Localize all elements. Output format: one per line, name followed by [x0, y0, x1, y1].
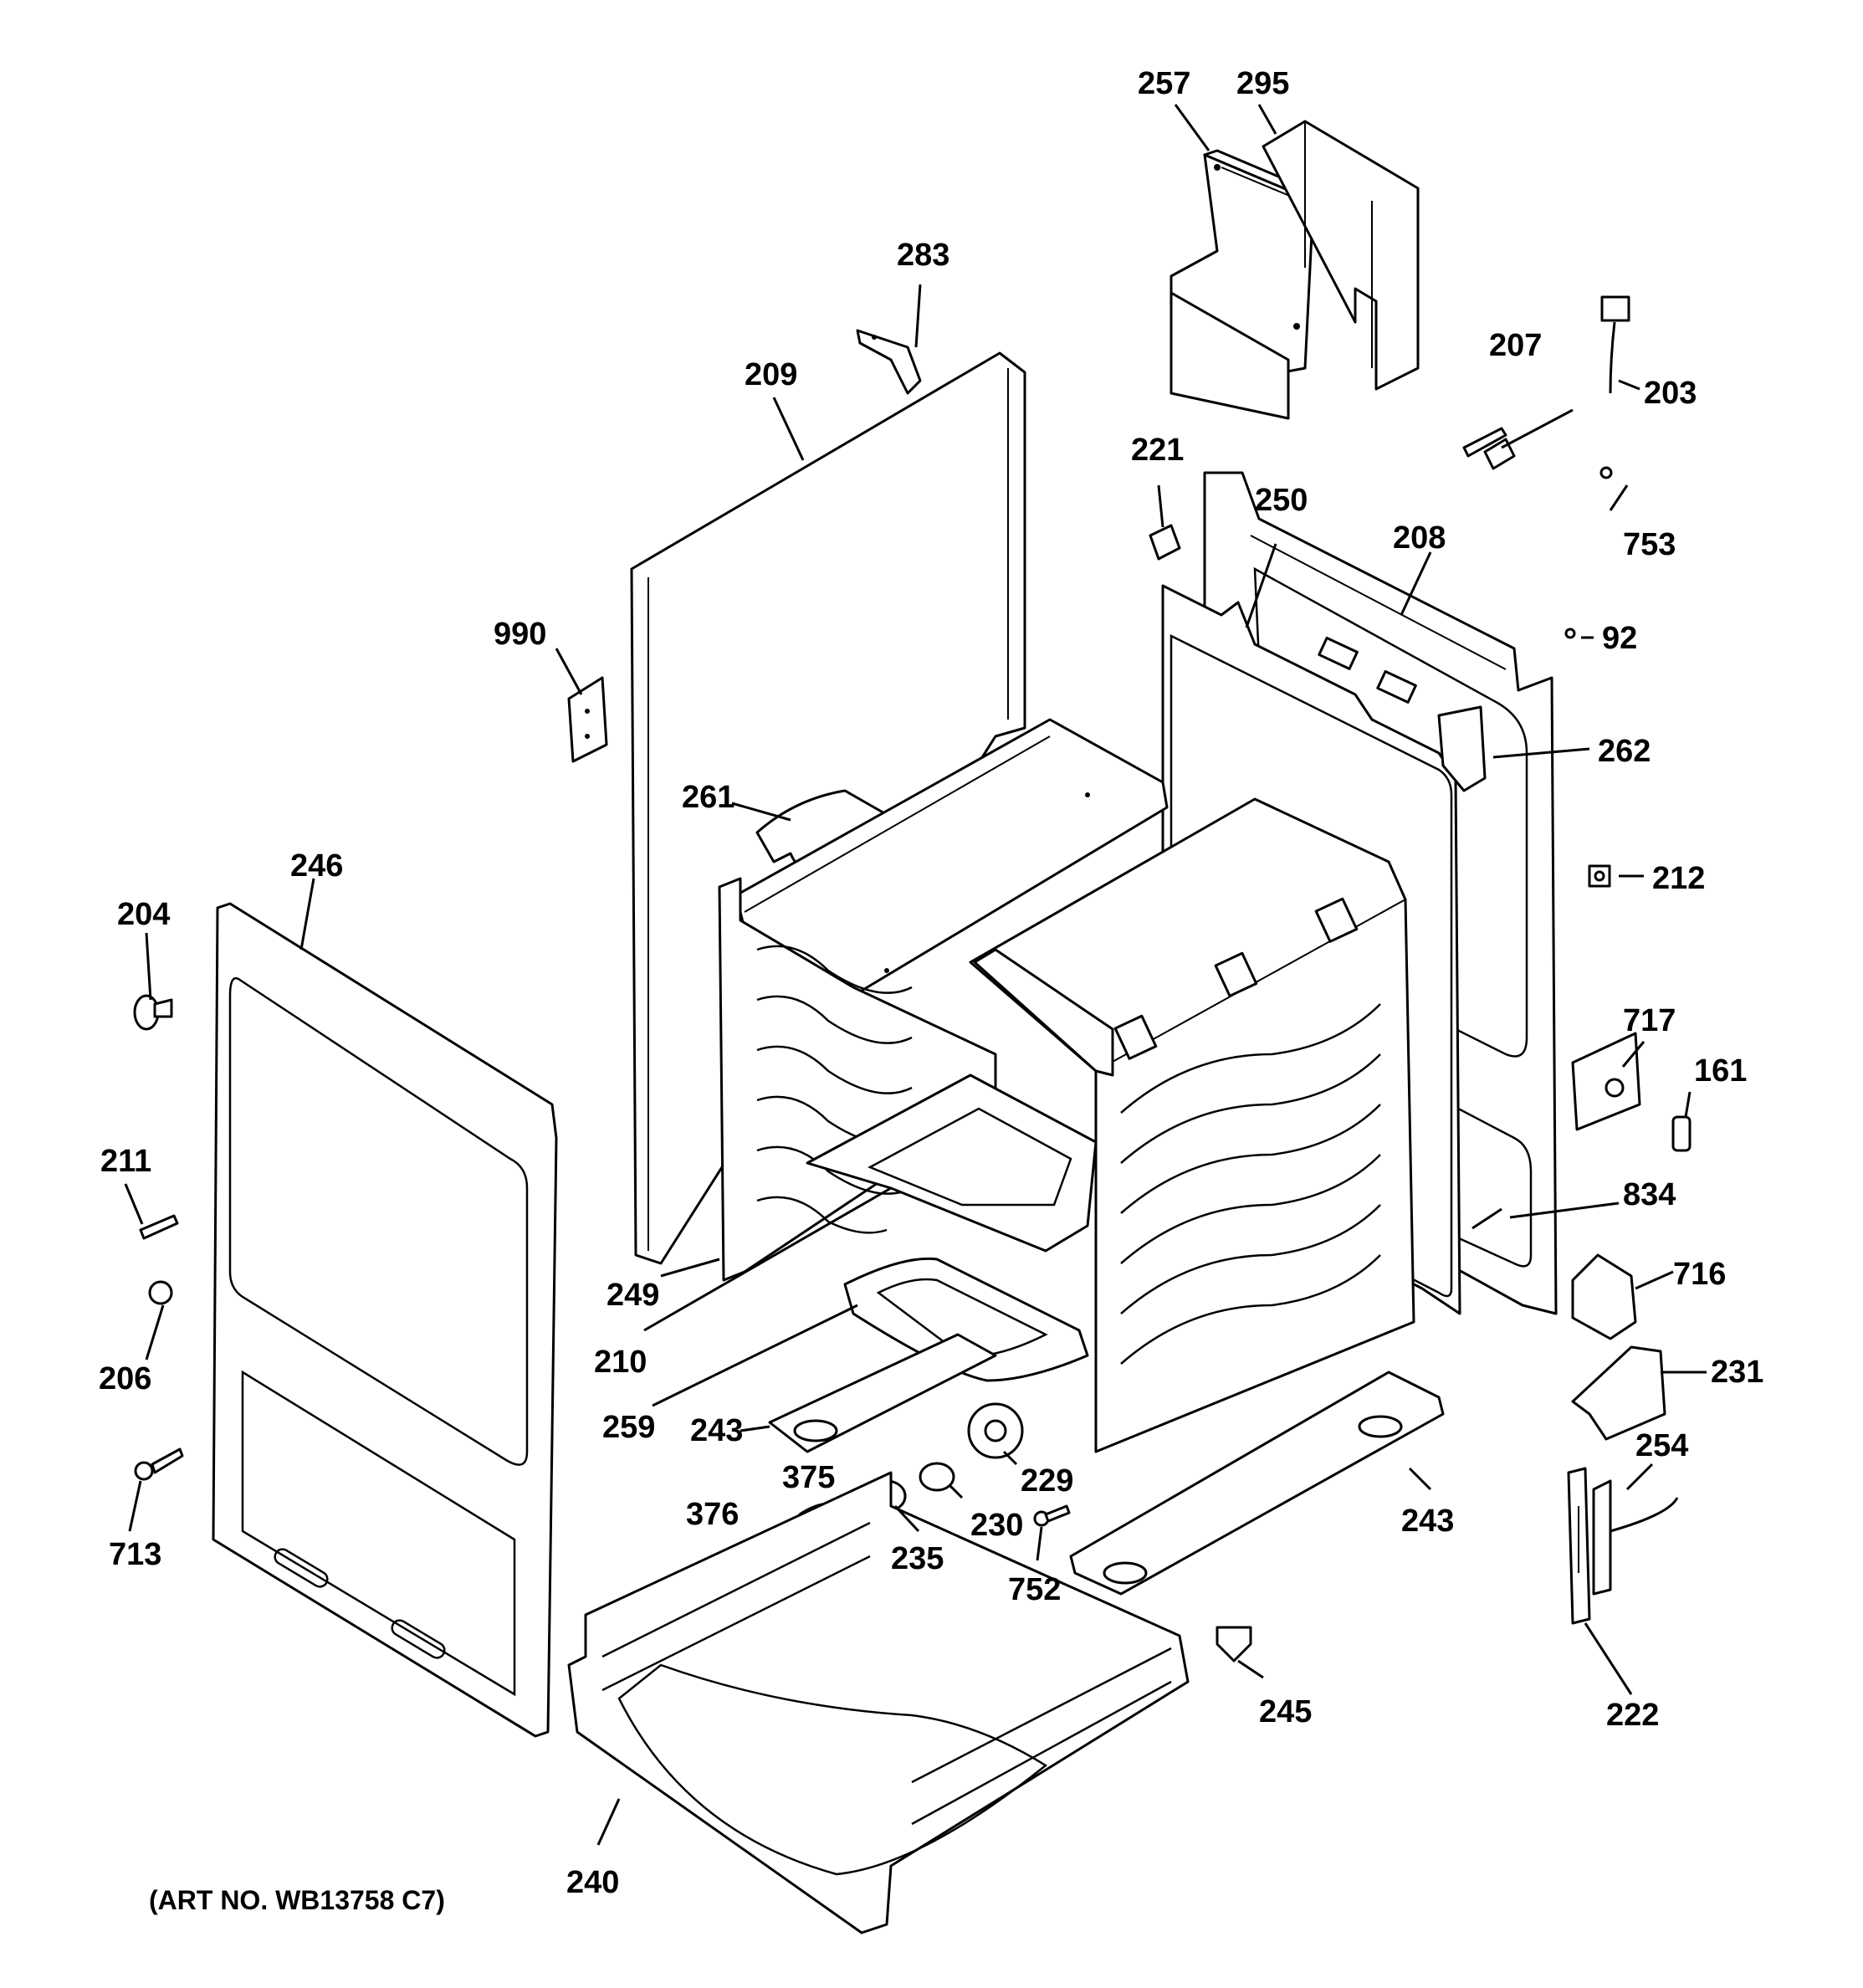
- label-261: 261: [682, 780, 734, 815]
- label-259: 259: [602, 1410, 655, 1445]
- label-295: 295: [1236, 66, 1289, 101]
- label-376: 376: [686, 1497, 739, 1532]
- label-92: 92: [1602, 621, 1637, 656]
- label-375: 375: [782, 1460, 835, 1495]
- part-231-hinge-bracket: [1571, 1345, 1666, 1441]
- label-752: 752: [1008, 1572, 1061, 1607]
- part-246-front-frame: [212, 902, 558, 1738]
- part-labels: 257 295 283 209 207 203 221 250 208 753 …: [99, 66, 1763, 1900]
- label-753: 753: [1623, 527, 1676, 562]
- part-834-pin: [1471, 1207, 1502, 1230]
- label-206: 206: [99, 1361, 151, 1396]
- label-240: 240: [566, 1865, 619, 1900]
- label-246: 246: [290, 848, 343, 884]
- label-222: 222: [1606, 1698, 1659, 1733]
- part-203-harness-plug: [1600, 295, 1630, 394]
- part-249-oven-left-side: [718, 877, 997, 1282]
- label-229: 229: [1021, 1463, 1073, 1499]
- label-243-right: 243: [1401, 1504, 1454, 1539]
- part-243-burner-tray-right: [1069, 1371, 1445, 1596]
- part-212-nut: [1588, 864, 1611, 888]
- part-221-clip: [1149, 524, 1181, 561]
- label-990: 990: [494, 617, 546, 652]
- label-245: 245: [1259, 1694, 1312, 1729]
- part-243-burner-tray-left: [768, 1333, 997, 1453]
- label-210: 210: [594, 1345, 647, 1380]
- part-207-switch-clip: [1462, 408, 1574, 470]
- part-206-nut-screw: [148, 1280, 173, 1305]
- art-number: (ART NO. WB13758 C7): [149, 1885, 445, 1915]
- leader-lines: [124, 104, 1707, 1846]
- part-92-screw: [1564, 628, 1576, 639]
- part-713-screw: [134, 1447, 184, 1481]
- label-204: 204: [117, 897, 170, 932]
- label-249: 249: [606, 1278, 659, 1313]
- label-209: 209: [745, 357, 797, 392]
- part-752-screw: [1033, 1504, 1071, 1527]
- label-257: 257: [1138, 66, 1190, 101]
- part-211-screw: [139, 1214, 179, 1240]
- part-716-bracket: [1571, 1253, 1637, 1340]
- label-212: 212: [1652, 861, 1705, 896]
- label-161: 161: [1694, 1053, 1747, 1089]
- part-990-plate: [567, 676, 608, 763]
- oven-liner-body: [969, 797, 1415, 1453]
- label-208: 208: [1393, 520, 1446, 556]
- label-254: 254: [1635, 1428, 1688, 1463]
- part-283-bracket: [856, 329, 922, 395]
- part-229-air-shutter: [967, 1402, 1024, 1459]
- part-295-flue-box: [1262, 120, 1420, 391]
- label-262: 262: [1598, 734, 1651, 769]
- label-716: 716: [1673, 1257, 1726, 1292]
- part-717-bracket: [1571, 1032, 1641, 1131]
- part-240-base-pan: [567, 1471, 1190, 1934]
- part-161-clip: [1671, 1115, 1692, 1152]
- part-204-plug-button: [133, 994, 173, 1031]
- label-713: 713: [109, 1537, 161, 1572]
- label-203: 203: [1644, 376, 1697, 411]
- part-230-orifice: [919, 1462, 955, 1492]
- part-254-hinge: [1592, 1479, 1679, 1596]
- label-221: 221: [1131, 433, 1184, 468]
- part-245-leveling-leg: [1216, 1626, 1252, 1663]
- label-235: 235: [891, 1541, 944, 1576]
- label-211: 211: [100, 1144, 151, 1179]
- label-283: 283: [897, 238, 949, 273]
- part-753-screw: [1599, 466, 1613, 479]
- label-250: 250: [1255, 483, 1308, 518]
- label-230: 230: [970, 1508, 1023, 1543]
- label-231: 231: [1711, 1355, 1763, 1390]
- label-717: 717: [1623, 1003, 1676, 1038]
- part-262-gusset: [1437, 705, 1487, 792]
- label-207: 207: [1489, 328, 1542, 363]
- label-834: 834: [1623, 1177, 1676, 1212]
- part-222-hinge-receiver: [1567, 1467, 1591, 1625]
- label-243-left: 243: [690, 1413, 743, 1448]
